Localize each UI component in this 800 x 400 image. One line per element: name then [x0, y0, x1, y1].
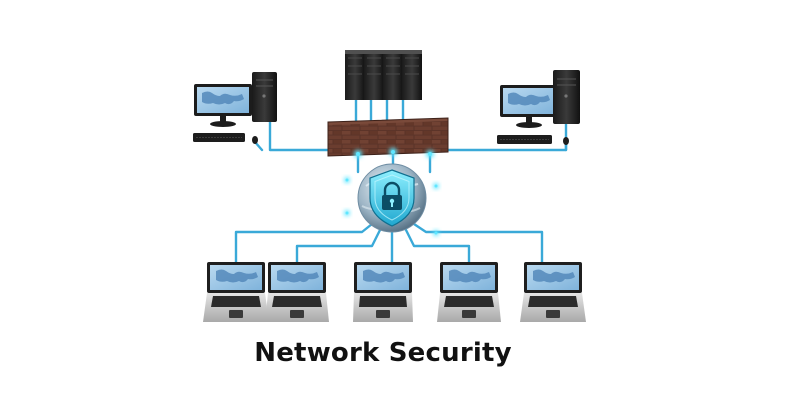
- server-unit-2: [364, 50, 384, 100]
- security-hub: [357, 163, 427, 233]
- laptop-icon: [203, 262, 269, 322]
- server-unit-3: [383, 50, 403, 100]
- desktop-monitor-icon: [500, 85, 558, 128]
- mouse-icon: [563, 137, 569, 145]
- laptop-icon: [437, 262, 501, 322]
- firewall-icon: [327, 117, 449, 157]
- link-laptop-2: [295, 224, 384, 264]
- mouse-icon: [252, 136, 258, 144]
- keyboard-icon: [497, 135, 552, 144]
- server-unit-1: [345, 50, 365, 100]
- link-laptop-4: [402, 224, 471, 264]
- laptop-icon: [353, 262, 413, 322]
- diagram-caption: Network Security: [254, 338, 512, 368]
- link-laptop-1: [234, 222, 374, 264]
- server-rack-icon: [345, 50, 422, 100]
- link-left-desktop: [268, 120, 332, 152]
- left-desktop-computer: [193, 72, 277, 144]
- right-desktop-computer: [497, 70, 580, 145]
- glow-nodes: [344, 148, 439, 236]
- tower-cpu-icon: [553, 70, 580, 124]
- link-laptop-5: [412, 222, 544, 264]
- laptop-icon: [520, 262, 586, 322]
- server-unit-4: [402, 50, 422, 100]
- laptop-row: [203, 262, 586, 322]
- desktop-monitor-icon: [194, 84, 252, 127]
- laptop-icon: [265, 262, 329, 322]
- tower-cpu-icon: [252, 72, 277, 122]
- shield-lock-icon: [369, 169, 415, 227]
- keyboard-icon: [193, 133, 245, 142]
